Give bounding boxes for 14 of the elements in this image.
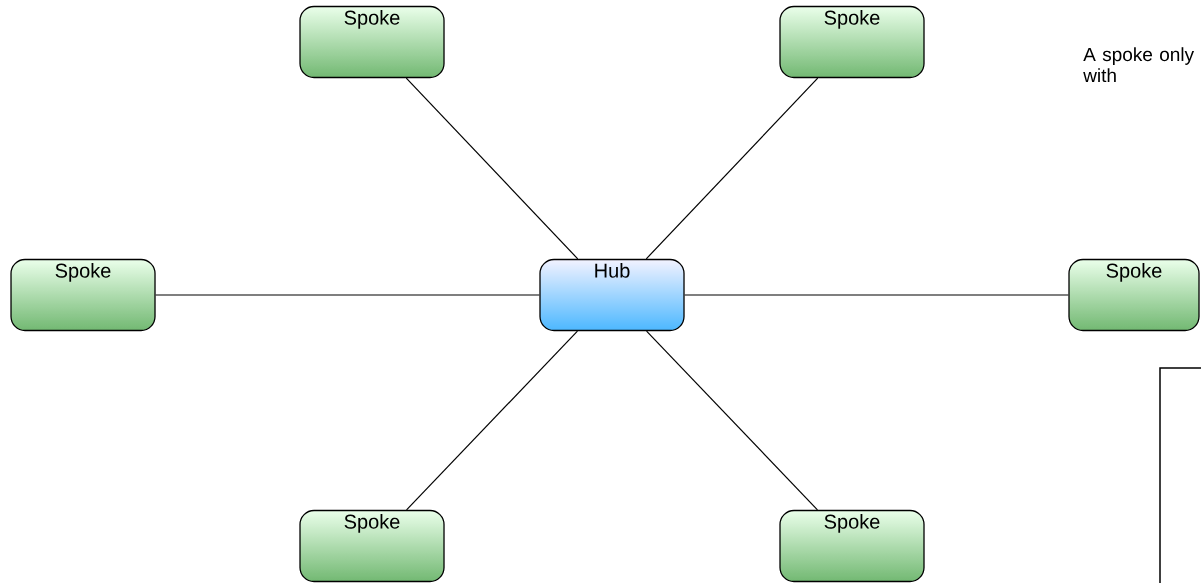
connector-line bbox=[155, 294, 540, 296]
connector-line bbox=[645, 77, 819, 260]
spoke-box: Spoke bbox=[779, 5, 925, 79]
spoke-box: Spoke bbox=[299, 5, 445, 79]
note-text: A spoke only with bbox=[1083, 47, 1194, 83]
hub-box: Hub bbox=[539, 258, 685, 332]
connector-line bbox=[405, 330, 579, 511]
connector-line bbox=[645, 330, 819, 511]
spoke-box: Spoke bbox=[779, 509, 925, 583]
connector-line bbox=[684, 294, 1069, 296]
connector-line bbox=[405, 77, 579, 260]
spoke-box: Spoke bbox=[299, 509, 445, 583]
spoke-box: Spoke bbox=[1068, 258, 1200, 332]
spoke-box: Spoke bbox=[10, 258, 156, 332]
